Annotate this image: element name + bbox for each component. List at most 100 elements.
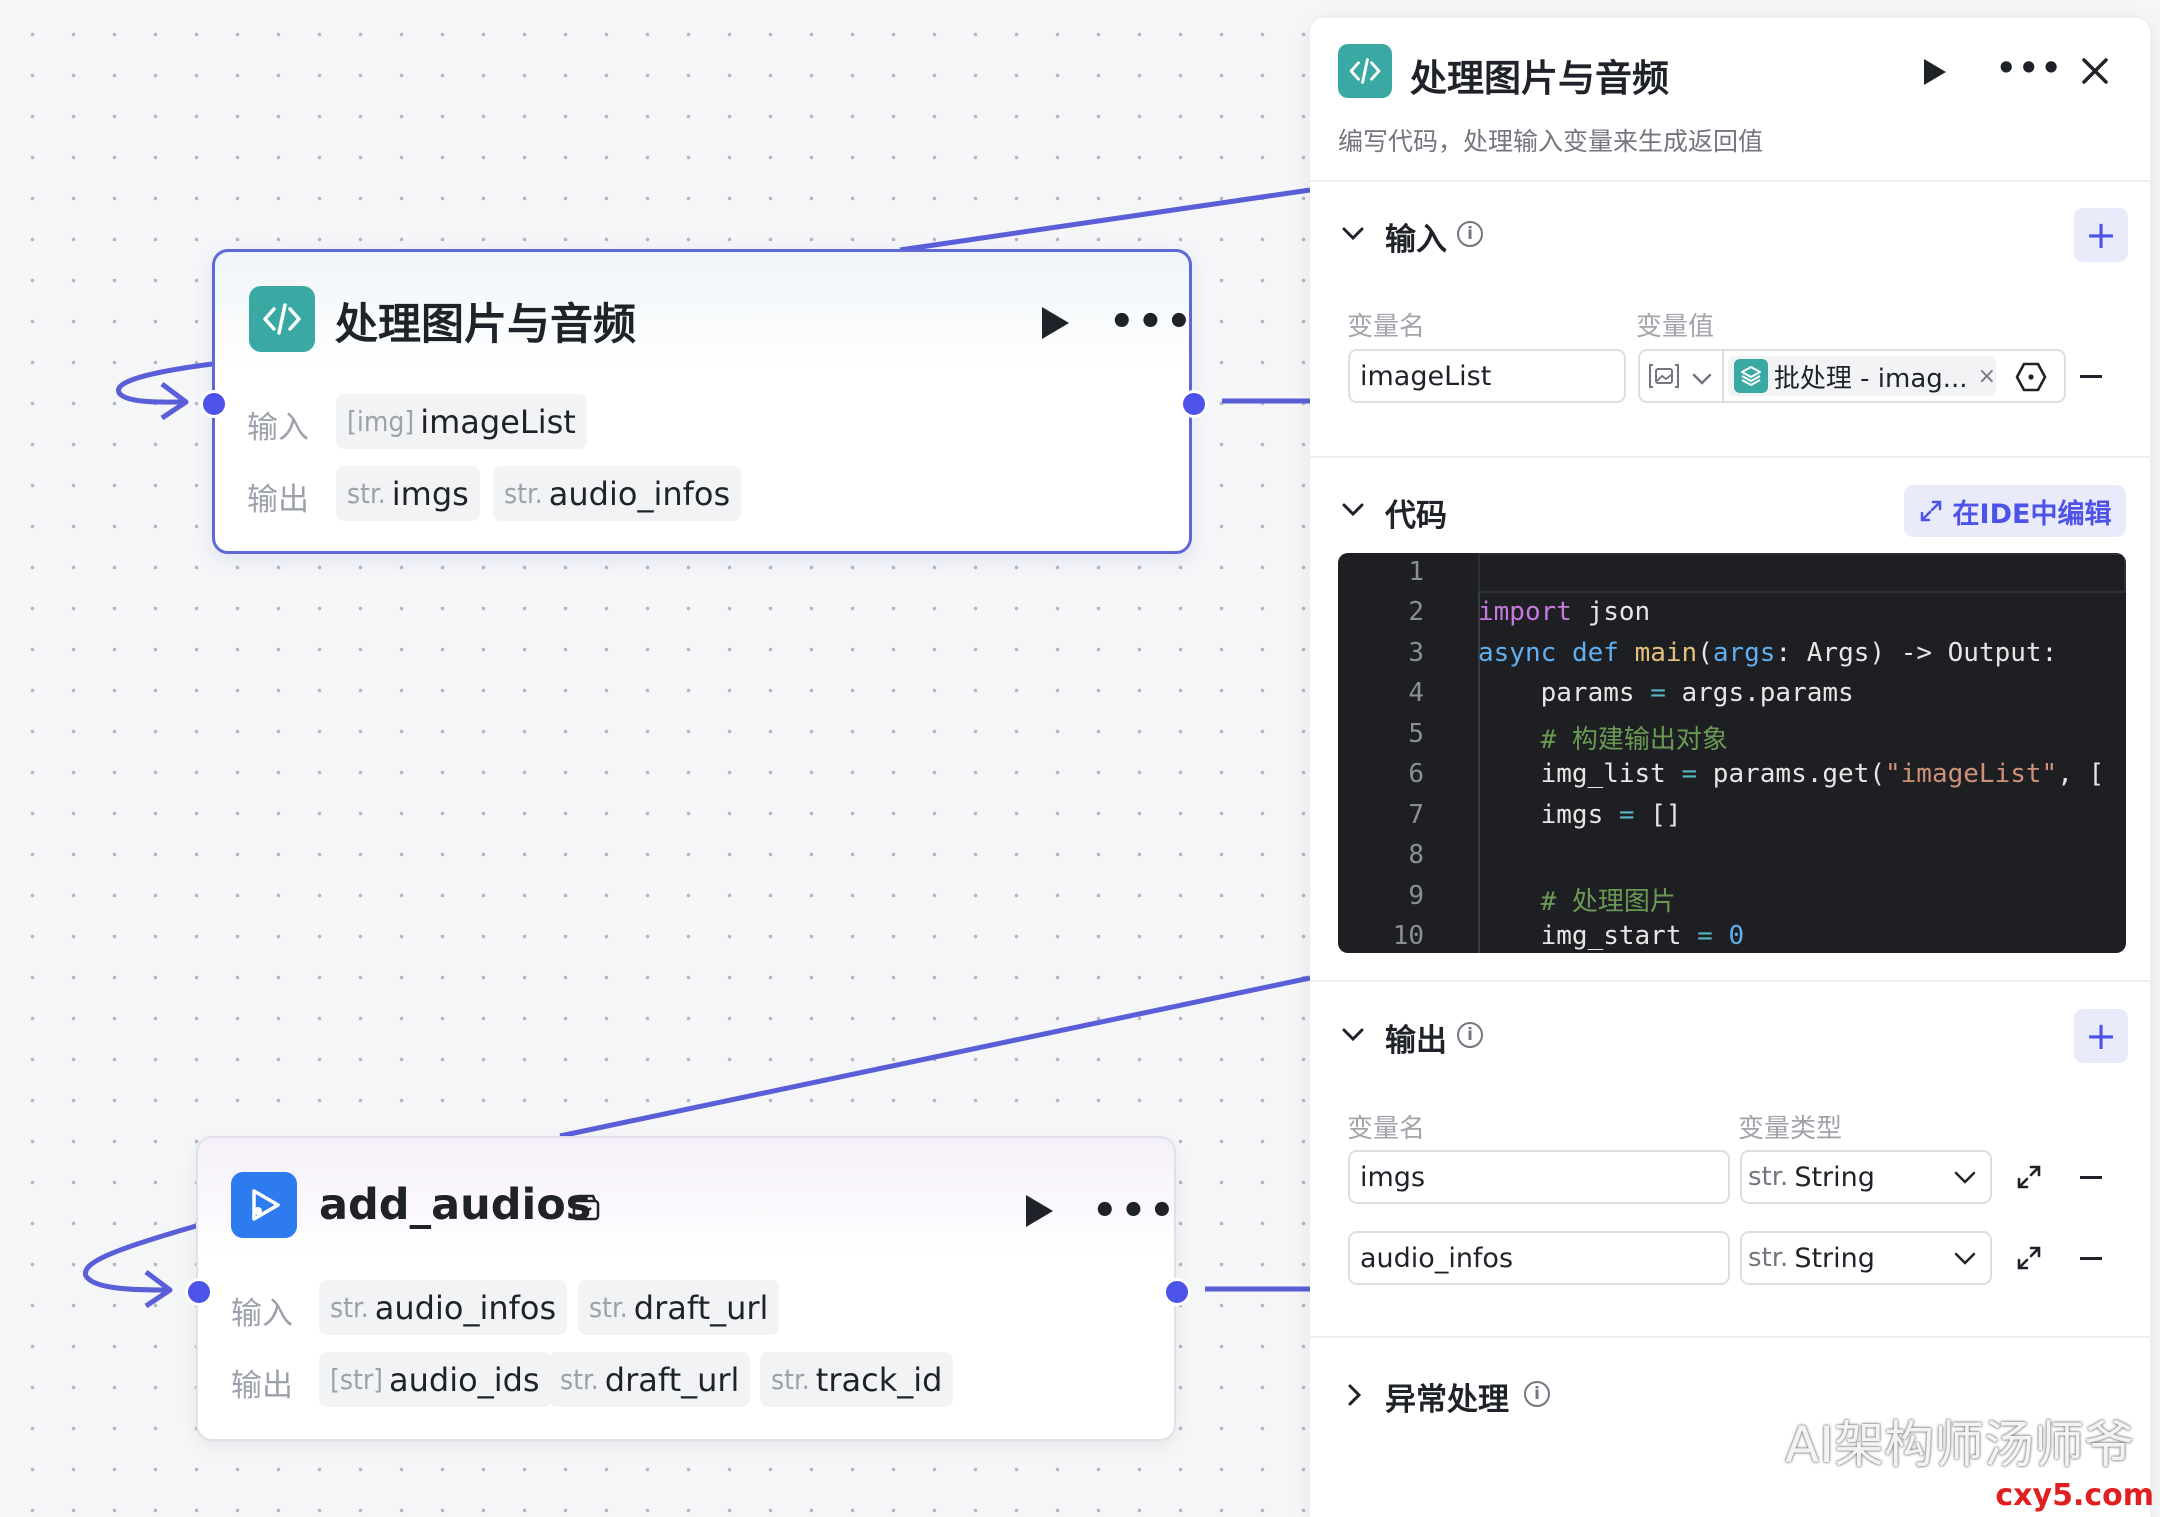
plugin-play-icon [231,1172,297,1238]
run-icon[interactable] [1042,307,1069,339]
code-line: img_start = 0 [1478,921,1745,951]
line-number: 7 [1408,800,1424,830]
input-tag: str. draft_url [578,1280,780,1335]
edge-to-node2 [559,975,1311,1139]
type-str-icon: str. [1748,1162,1789,1192]
ref-chip[interactable]: 批处理 - imag... × [1728,356,1996,396]
output-type-select[interactable]: str. String [1740,1150,1992,1204]
edge-loop-node1 [115,361,213,405]
chevron-down-icon [1954,1171,1976,1184]
node-config-panel: 处理图片与音频 ••• 编写代码，处理输入变量来生成返回值 输入 i + 变量名… [1310,18,2150,1517]
add-input-button[interactable]: + [2074,208,2128,262]
store-icon [570,1192,602,1228]
remove-input-button[interactable] [2080,375,2102,378]
ref-remove-icon[interactable]: × [1977,363,1996,389]
add-output-button[interactable]: + [2074,1009,2128,1063]
info-icon[interactable]: i [1524,1381,1550,1407]
variable-picker-icon[interactable] [2014,360,2048,398]
code-icon [249,286,315,352]
watermark: AI架构师汤师爷 [1785,1416,2134,1474]
edge-to-panel-top [899,187,1311,253]
output-tag: str. imgs [336,466,480,521]
remove-output-button[interactable] [2080,1176,2102,1179]
code-editor[interactable]: 1 2 3 4 5 6 7 8 9 10 import json async d… [1338,553,2126,953]
output-tag: str. track_id [760,1352,954,1407]
more-icon[interactable]: ••• [1092,1188,1178,1234]
line-number: 8 [1408,840,1424,870]
tag-name: draft_url [604,1360,740,1399]
close-icon[interactable] [2080,56,2110,90]
type-str-icon: str. [560,1363,599,1396]
output-section-title: 输出 [1385,1023,1447,1059]
code-line: import json [1478,597,1651,627]
chevron-down-icon[interactable] [1342,1027,1364,1046]
chevron-down-icon[interactable] [1342,226,1364,245]
input-port[interactable] [185,1278,213,1306]
tag-name: audio_infos [374,1288,557,1327]
tag-name: audio_infos [548,474,731,513]
output-label: 输出 [247,482,309,518]
chevron-down-icon [1954,1252,1976,1265]
code-node[interactable]: 处理图片与音频 ••• 输入 [img] imageList 输出 str. i… [212,249,1192,554]
expand-icon [1920,500,1941,522]
line-number: 2 [1408,597,1424,627]
output-name-input[interactable]: imgs [1348,1150,1730,1204]
input-section-title: 输入 [1385,222,1447,258]
edit-in-ide-label: 在IDE中编辑 [1952,498,2112,530]
output-port[interactable] [1180,390,1208,418]
input-port[interactable] [200,390,228,418]
divider [1310,980,2150,982]
info-icon[interactable]: i [1457,1022,1483,1048]
input-label: 输入 [247,410,309,446]
edge-arrow-node1 [160,382,189,421]
divider [1310,456,2150,458]
line-number: 9 [1408,881,1424,911]
type-str-icon: str. [771,1363,810,1396]
expand-icon[interactable] [2016,1164,2042,1194]
output-type-select[interactable]: str. String [1740,1231,1992,1285]
type-str-icon: str. [589,1291,628,1324]
col-var-value: 变量值 [1636,312,1715,342]
line-number: 1 [1408,557,1424,587]
code-line: async def main(args: Args) -> Output: [1478,638,2058,668]
image-list-type-icon[interactable] [1648,362,1680,394]
plugin-node[interactable]: add_audios ••• 输入 str. audio_infos str. … [196,1136,1176,1441]
output-tag: [str] audio_ids [319,1352,551,1407]
info-icon[interactable]: i [1457,221,1483,247]
current-line-highlight [1478,553,2126,593]
chevron-right-icon[interactable] [1348,1384,1362,1410]
code-section-title: 代码 [1385,498,1447,534]
tag-name: imageList [420,402,576,441]
type-image-list-icon: [img] [347,405,415,438]
edit-in-ide-button[interactable]: 在IDE中编辑 [1904,485,2126,537]
chevron-down-icon[interactable] [1692,370,1712,389]
more-icon[interactable]: ••• [1109,299,1195,345]
expand-icon[interactable] [2016,1245,2042,1275]
more-icon[interactable]: ••• [1996,49,2064,87]
run-icon[interactable] [1026,1195,1053,1227]
remove-output-button[interactable] [2080,1257,2102,1260]
node-title: add_audios [319,1180,592,1230]
input-tag: str. audio_infos [319,1280,568,1335]
type-label: String [1794,1242,1875,1274]
type-str-icon: str. [1748,1243,1789,1273]
line-number: 4 [1408,678,1424,708]
line-number: 3 [1408,638,1424,668]
code-icon [1338,44,1392,98]
watermark-site: cxy5.com [1995,1478,2154,1513]
line-number: 6 [1408,759,1424,789]
code-line: imgs = [] [1478,800,1682,830]
input-tag: [img] imageList [336,394,587,449]
exception-section-title: 异常处理 [1385,1382,1509,1418]
output-name-input[interactable]: audio_infos [1348,1231,1730,1285]
output-port[interactable] [1163,1278,1191,1306]
run-icon[interactable] [1924,59,1946,85]
type-str-array-icon: [str] [330,1363,384,1396]
batch-layers-icon [1734,359,1768,393]
input-label: 输入 [231,1296,293,1332]
line-number: 10 [1392,921,1424,951]
divider [1722,351,1724,401]
var-name-input[interactable]: imageList [1348,349,1626,403]
chevron-down-icon[interactable] [1342,502,1364,521]
